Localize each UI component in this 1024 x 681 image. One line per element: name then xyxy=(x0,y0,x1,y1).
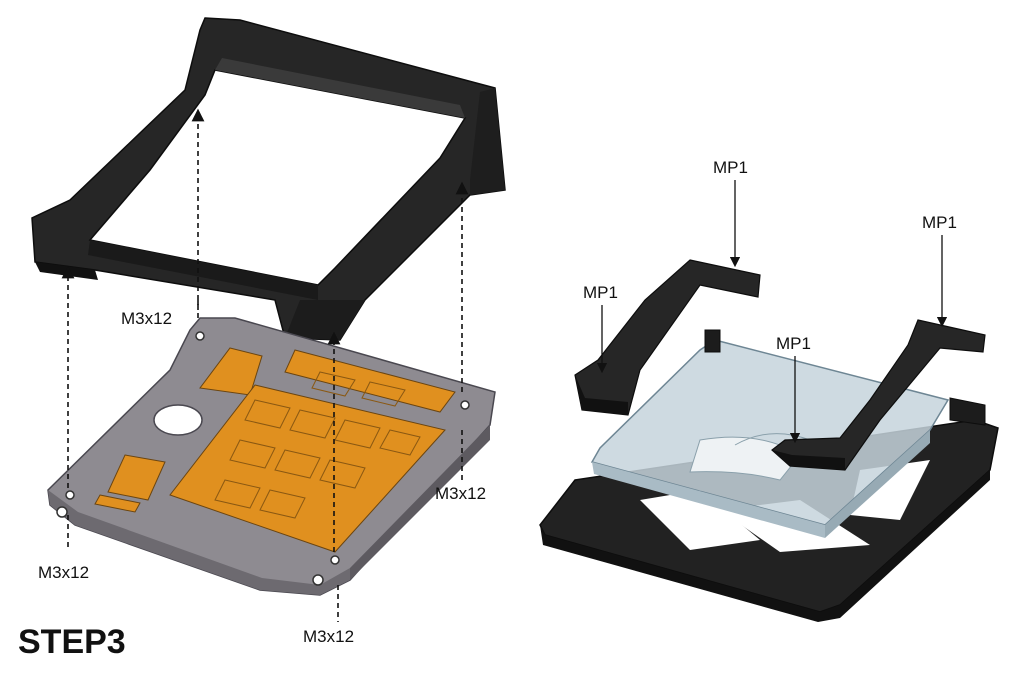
mp1-label-left: MP1 xyxy=(583,283,618,302)
bed-corner-posts xyxy=(704,329,986,426)
mp1-part-1 xyxy=(574,259,761,416)
screw-label-top-left: M3x12 xyxy=(121,309,172,328)
screw-holes xyxy=(56,331,470,586)
glass-plate xyxy=(590,339,950,538)
top-frame xyxy=(31,17,506,341)
screw-arrows xyxy=(61,108,469,622)
screw-label-right: M3x12 xyxy=(435,484,486,503)
step-title: STEP3 xyxy=(18,623,126,661)
screw-label-bottom-left: M3x12 xyxy=(38,563,89,582)
mp1-part-2 xyxy=(771,319,986,471)
screw-label-bottom: M3x12 xyxy=(303,627,354,646)
mp1-label-top: MP1 xyxy=(713,158,748,177)
mp1-label-right: MP1 xyxy=(922,213,957,232)
mp1-label-center: MP1 xyxy=(776,334,811,353)
insert-panels xyxy=(94,347,456,553)
mp1-leaders xyxy=(596,180,948,444)
